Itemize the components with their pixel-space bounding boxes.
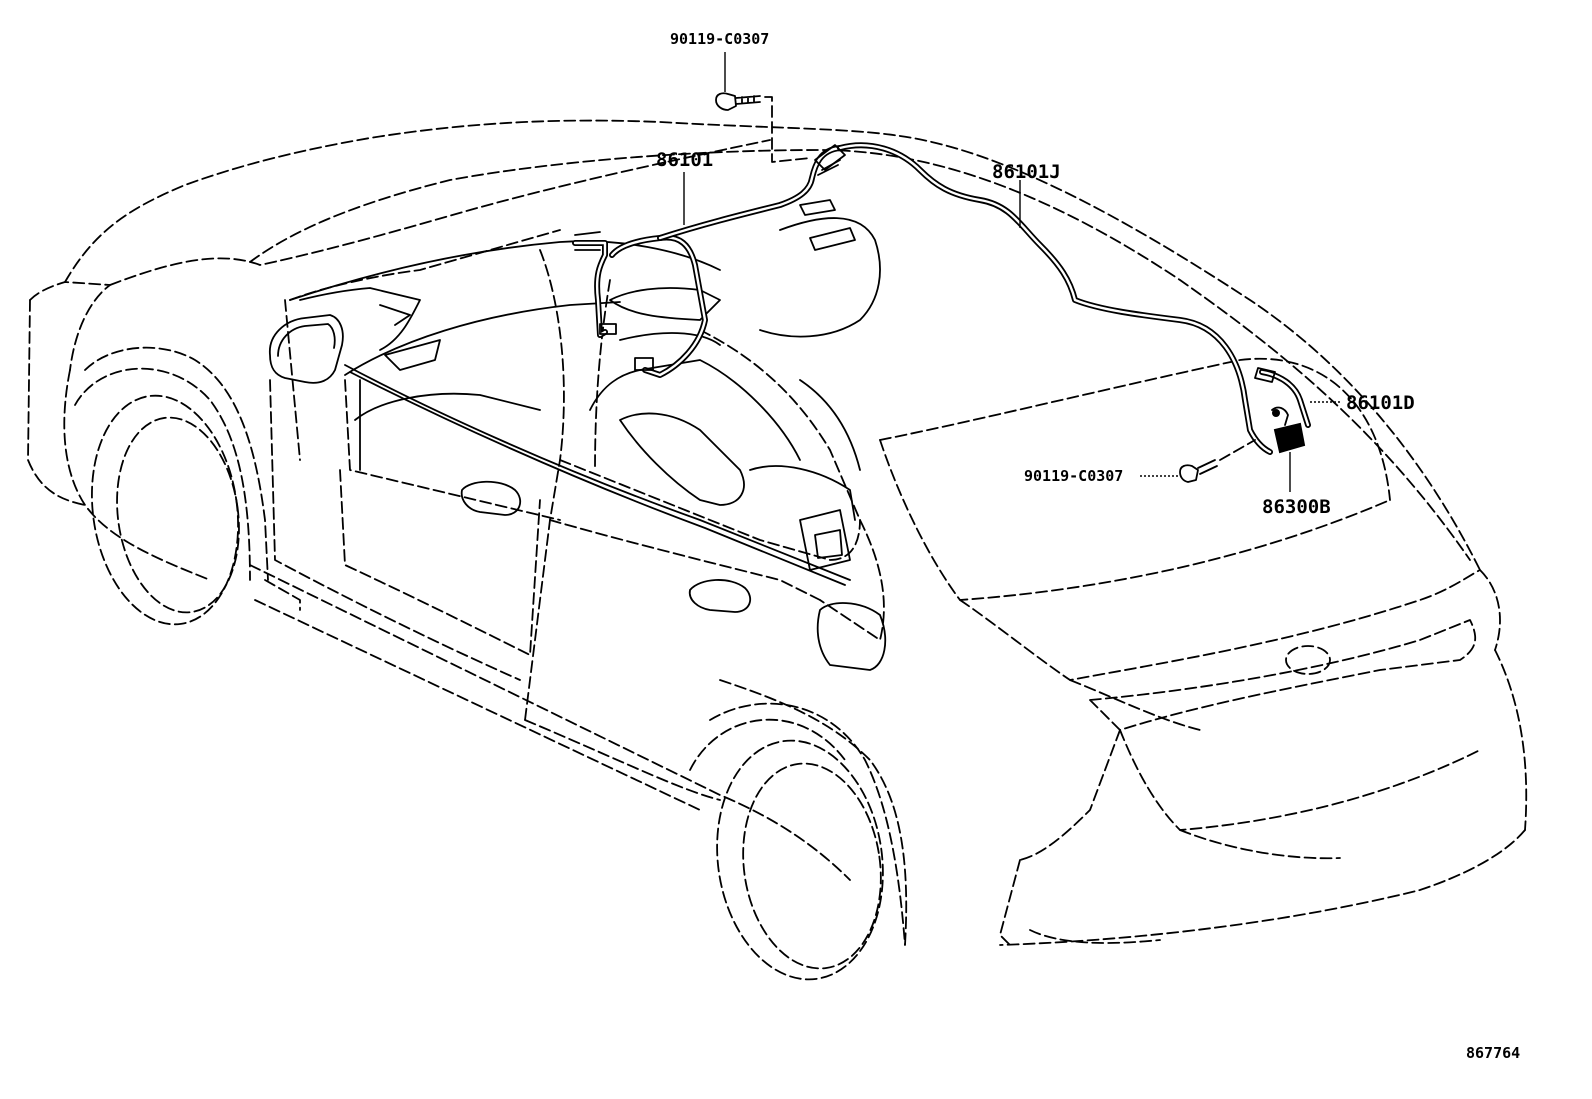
- callout-86101: 86101: [656, 149, 713, 171]
- car-interior: [269, 199, 887, 671]
- callout-86101D: 86101D: [1346, 392, 1415, 414]
- antenna-cord-86101J: [814, 142, 1273, 455]
- callout-bolt-top: 90119-C0307: [670, 30, 769, 48]
- antenna-cord-86101D: [1254, 367, 1311, 428]
- callout-labels: 90119-C0307 86101 86101J 86101D 90119-C0…: [656, 30, 1520, 1062]
- antenna-cord-86101: [572, 145, 843, 378]
- bolt-top: [715, 92, 811, 163]
- rear-wheel: [716, 739, 884, 981]
- callout-bolt-rear: 90119-C0307: [1024, 467, 1123, 485]
- callout-86300B: 86300B: [1262, 496, 1331, 518]
- antenna-module-86300B: [1271, 406, 1306, 454]
- bolt-rear: [1179, 439, 1256, 483]
- callout-86101J: 86101J: [992, 161, 1061, 183]
- front-wheel: [91, 394, 240, 626]
- leader-lines: [683, 52, 1340, 492]
- car-body-outline: [27, 119, 1528, 946]
- side-mirror: [269, 314, 344, 384]
- figure-number: 867764: [1466, 1044, 1520, 1062]
